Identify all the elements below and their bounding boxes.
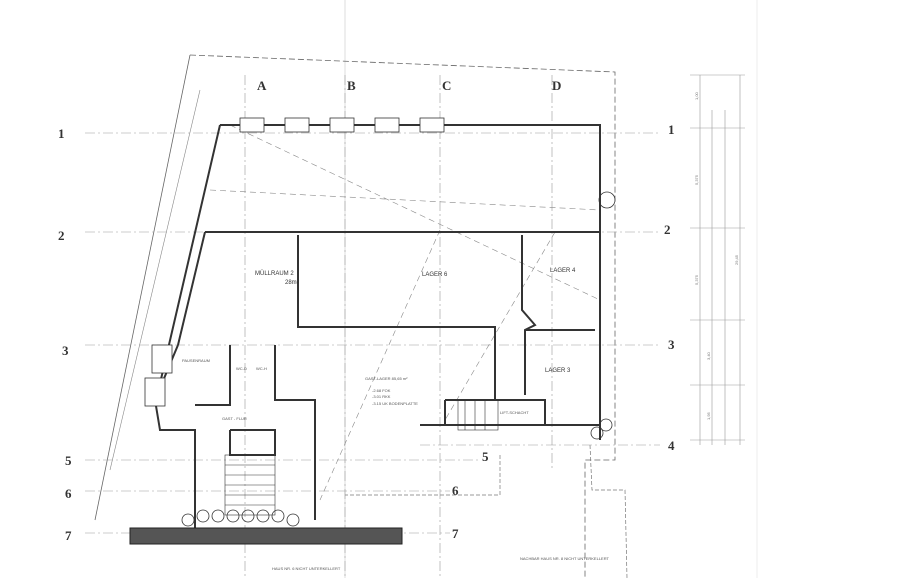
dimension-label: 1,00 xyxy=(694,91,699,100)
grid-axes xyxy=(85,75,660,578)
note-house-6: HAUS NR. 6 NICHT UNTERKELLERT xyxy=(272,566,341,571)
room-label-lager-6: LAGER 6 xyxy=(422,272,448,278)
neighbour-boundary xyxy=(345,455,501,496)
row-label-right: 5 xyxy=(482,449,489,464)
column xyxy=(590,426,604,440)
room-label-lager-3: LAGER 3 xyxy=(545,368,571,374)
room-label-wc-h: WC-H xyxy=(256,366,267,371)
note-neighbour: NACHBAR HAUS NR. 8 NICHT UNTERKELLERT xyxy=(520,556,610,561)
axis-label-B: B xyxy=(347,78,356,93)
axis-label-C: C xyxy=(442,78,451,93)
window-openings xyxy=(144,117,445,407)
neighbour-boundary xyxy=(589,444,628,578)
property-boundary xyxy=(94,54,191,521)
level-fok: -2.68 FOK xyxy=(372,388,391,393)
dimension-chain xyxy=(690,74,745,445)
dimension-label: 3,40 xyxy=(706,351,711,360)
row-label-right: 1 xyxy=(668,122,675,137)
room-label-lift: LIFT-SCHACHT xyxy=(500,410,529,415)
piles xyxy=(181,509,300,527)
dimension-label: 5,375 xyxy=(694,274,699,285)
axis-label-D: D xyxy=(552,78,561,93)
level-uk: -3.15 UK BODENPLATTE xyxy=(372,401,418,406)
column xyxy=(599,418,613,432)
row-label-right: 7 xyxy=(452,526,459,541)
room-label-pausenraum: PAUSENRAUM xyxy=(182,358,210,363)
room-label-gast-lager: GAST-LAGER 85,65 m² xyxy=(365,376,408,381)
row-label-left: 1 xyxy=(58,126,65,141)
property-boundary xyxy=(189,54,616,578)
building-walls xyxy=(153,124,601,530)
dimension-label: 5,375 xyxy=(694,174,699,185)
level-rkk: -3.01 RKK xyxy=(372,394,391,399)
row-label-left: 7 xyxy=(65,528,72,543)
dashed-lines xyxy=(209,124,601,501)
row-label-left: 5 xyxy=(65,453,72,468)
row-label-right: 4 xyxy=(668,438,675,453)
room-label-lager-4: LAGER 4 xyxy=(550,268,576,274)
boundary-diagonal xyxy=(109,89,201,471)
axis-label-A: A xyxy=(257,78,267,93)
row-label-left: 6 xyxy=(65,486,72,501)
staircase xyxy=(224,399,499,516)
row-label-right: 2 xyxy=(664,222,671,237)
column xyxy=(598,191,616,209)
room-label-muellraum: MÜLLRAUM 2 xyxy=(255,270,294,277)
room-area-muellraum: 28m² xyxy=(285,280,299,286)
row-label-left: 2 xyxy=(58,228,65,243)
row-label-right: 3 xyxy=(668,337,675,352)
room-label-wc-d: WC-D xyxy=(236,366,247,371)
foundation-wall xyxy=(129,527,403,545)
room-label-gast-flur: GAST - FLUR xyxy=(222,416,247,421)
row-label-right: 6 xyxy=(452,483,459,498)
dimension-label: 1,95 xyxy=(706,411,711,420)
dimension-label: 29,45 xyxy=(734,254,739,265)
row-label-left: 3 xyxy=(62,343,69,358)
